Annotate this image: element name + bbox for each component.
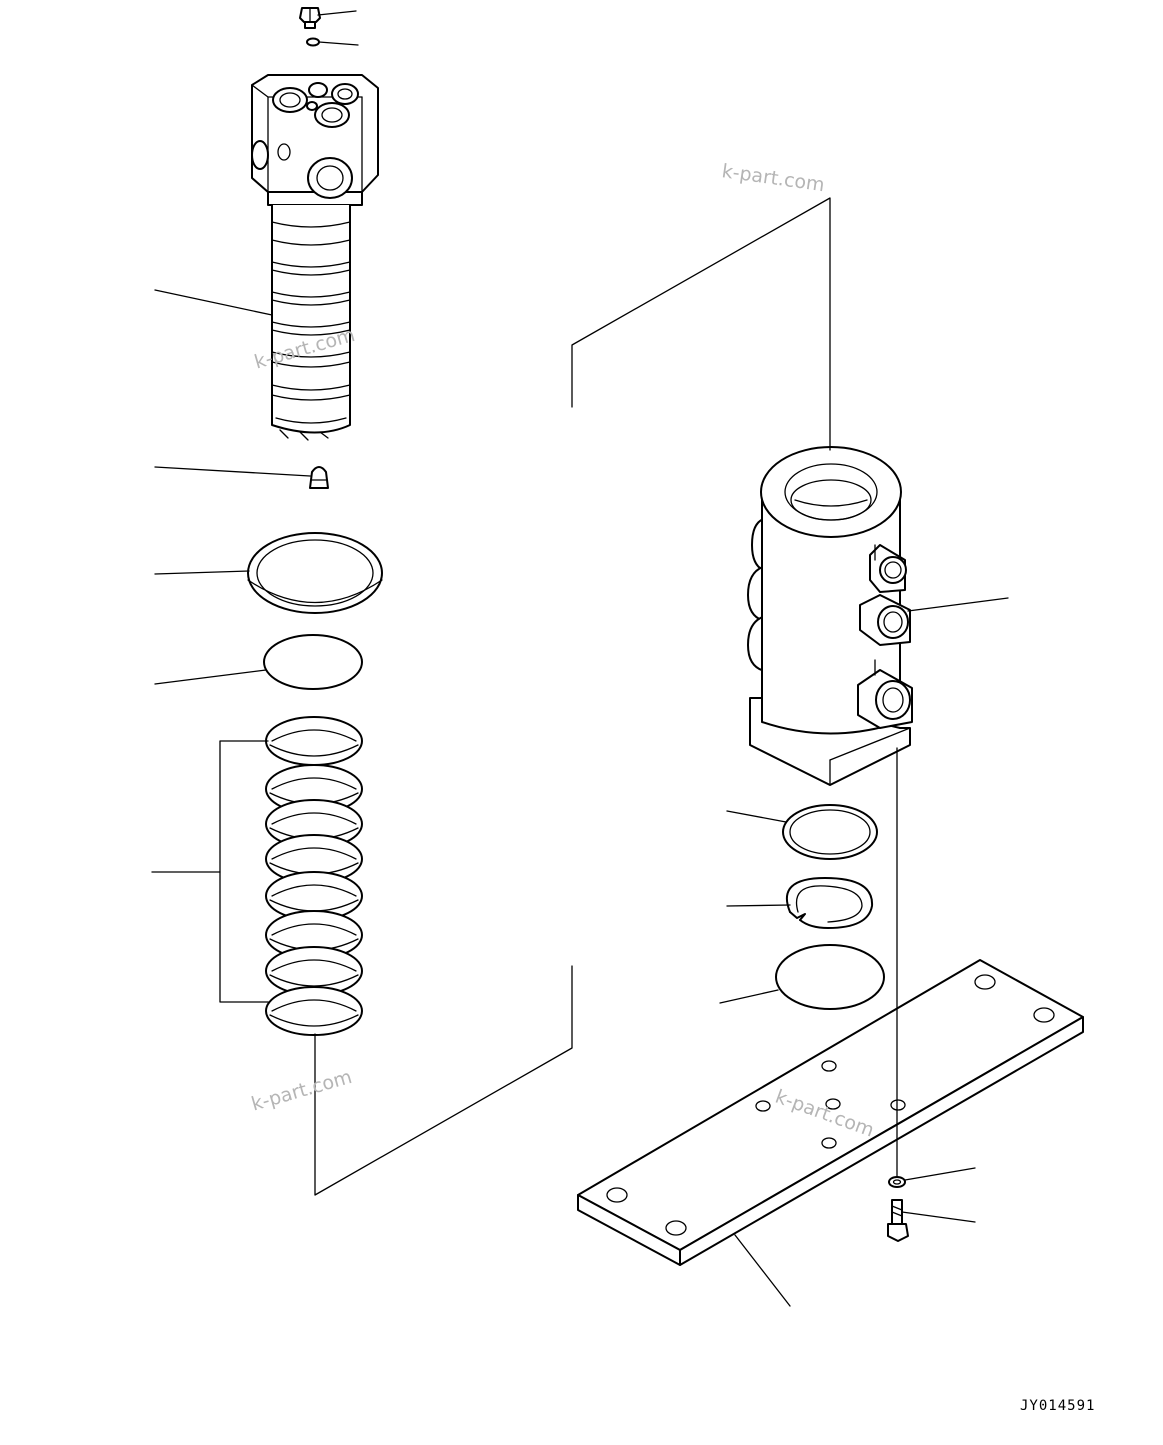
seal-ring-inner-edge bbox=[271, 812, 357, 825]
seal-ring-inner-edge bbox=[271, 847, 357, 860]
seal-ring-lower-edge bbox=[269, 1014, 359, 1027]
seal-ring-inner-edge bbox=[271, 884, 357, 897]
top-bolt bbox=[299, 7, 321, 29]
thrust-ring bbox=[782, 804, 878, 860]
seal-ring bbox=[265, 986, 363, 1036]
seal-ring-inner-edge bbox=[271, 959, 357, 972]
valve-body bbox=[747, 446, 913, 786]
leader-lines bbox=[151, 10, 1009, 1307]
spool-head bbox=[251, 74, 379, 206]
cover-disc bbox=[775, 944, 885, 1010]
small-plug bbox=[309, 466, 329, 489]
seal-ring-inner-edge bbox=[271, 729, 357, 742]
mounting-plate bbox=[577, 959, 1084, 1266]
seal-ring-inner-edge bbox=[271, 923, 357, 936]
drawing-code: JY014591 bbox=[1020, 1398, 1096, 1414]
seal-ring-inner-edge bbox=[271, 999, 357, 1012]
seal-ring-stack bbox=[265, 716, 363, 1036]
assembly-lines bbox=[314, 197, 898, 1196]
backup-ring bbox=[247, 532, 383, 614]
disc-plate bbox=[263, 634, 363, 690]
snap-ring bbox=[785, 877, 874, 929]
top-washer bbox=[306, 37, 320, 47]
bottom-bolt bbox=[887, 1199, 909, 1242]
seal-ring-inner-edge bbox=[271, 777, 357, 790]
seal-ring-lower-edge bbox=[269, 744, 359, 757]
bottom-washer bbox=[888, 1176, 906, 1188]
seal-ring bbox=[265, 716, 363, 766]
spool-body bbox=[271, 205, 351, 441]
